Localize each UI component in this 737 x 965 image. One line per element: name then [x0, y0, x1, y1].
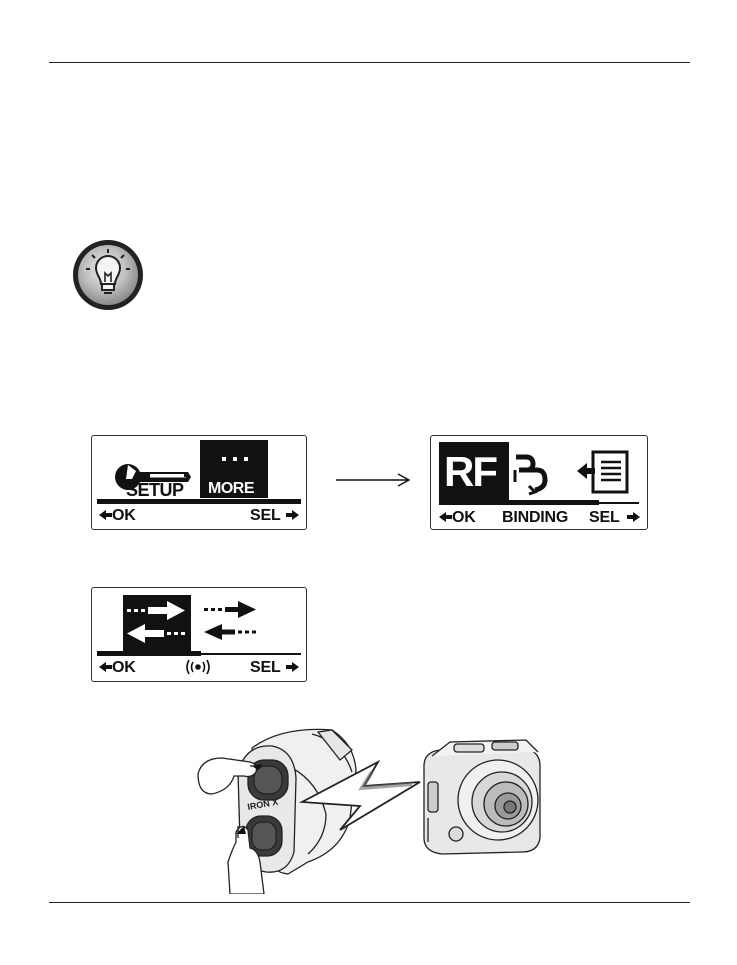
lcd-screen-rf-binding: RF OK BINDING SEL [430, 435, 648, 530]
binding-icon [515, 457, 545, 494]
sync-arrows-icon [204, 601, 256, 640]
lcd-screen-setup-more: SETUP MORE OK SEL [91, 435, 307, 530]
binding-label: BINDING [502, 509, 568, 527]
lcd-screen-sync: OK SEL [91, 587, 307, 682]
progress-bar [97, 499, 301, 504]
exit-icon [577, 452, 627, 492]
sel-label: SEL [250, 659, 281, 677]
sel-label: SEL [250, 507, 281, 525]
sel-label: SEL [589, 509, 620, 527]
progress-track [97, 653, 301, 655]
header-rule [49, 62, 690, 63]
progress-bar [439, 500, 599, 505]
ok-label: OK [452, 509, 476, 527]
arrow-right-icon [286, 662, 299, 672]
arrow-right-icon [627, 512, 640, 522]
arrow-left-icon [99, 662, 112, 672]
remote-and-camera-illustration: IRON X [192, 722, 548, 894]
setup-label: SETUP [126, 480, 184, 501]
ok-label: OK [112, 659, 136, 677]
ellipsis-icon [222, 457, 248, 461]
arrow-left-icon [439, 512, 452, 522]
more-label: MORE [208, 480, 254, 498]
footer-rule [49, 902, 690, 903]
action-camera-illustration [424, 740, 540, 854]
wrist-remote-illustration: IRON X [198, 729, 356, 894]
wireless-icon [187, 660, 209, 674]
ok-label: OK [112, 507, 136, 525]
more-menu-item: MORE [200, 440, 268, 498]
arrow-right-icon [336, 472, 412, 488]
lightbulb-icon [71, 238, 145, 312]
